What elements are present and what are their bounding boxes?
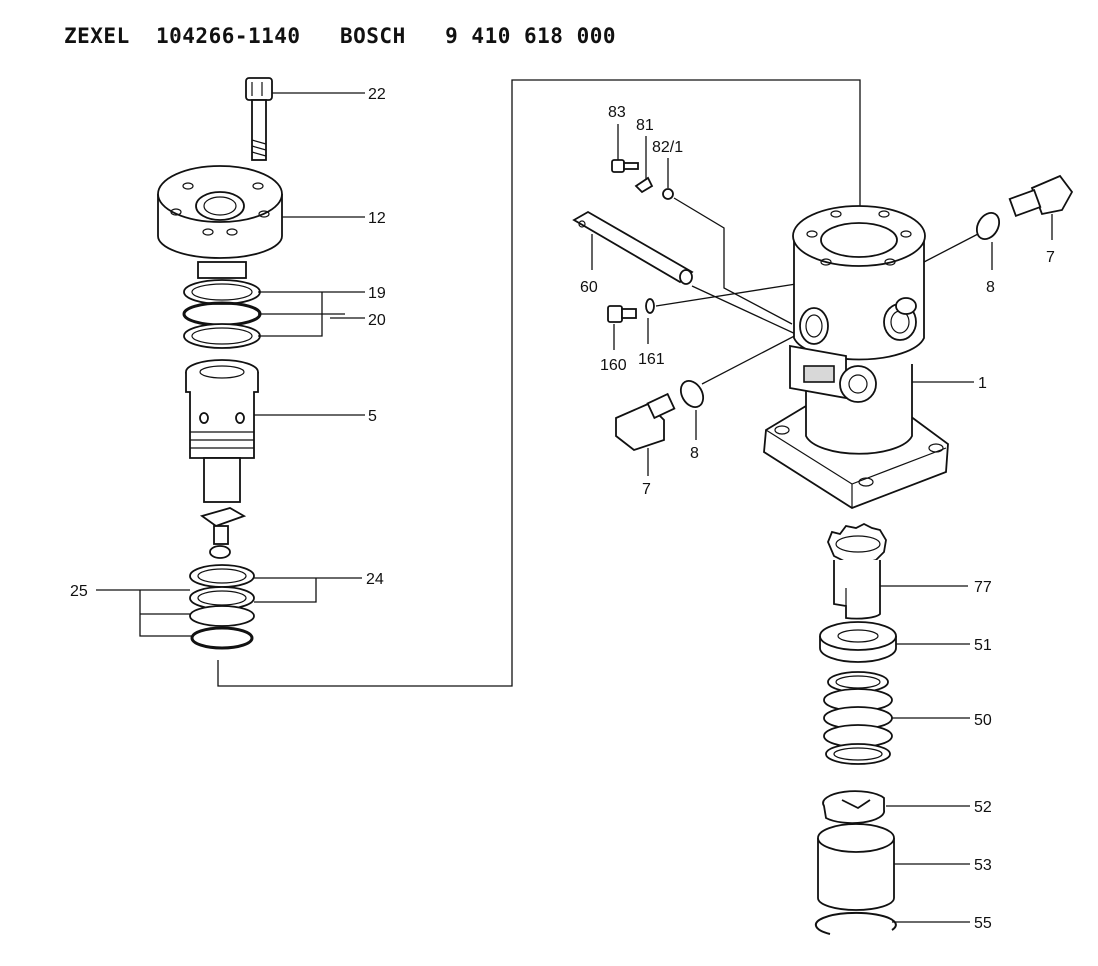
- oring-8-left-part: [679, 379, 705, 409]
- label-55: 55: [974, 915, 992, 932]
- pump-body-1-part: [763, 205, 949, 510]
- label-7-right: 7: [1046, 249, 1055, 266]
- bolt-22-part: [245, 77, 273, 161]
- label-5: 5: [368, 408, 377, 425]
- screw-160-insertion-line: [655, 283, 797, 307]
- rings-24-25-part: [189, 564, 255, 650]
- label-20: 20: [368, 312, 386, 329]
- assembly-connection-line: [217, 79, 861, 687]
- label-7-left: 7: [642, 481, 651, 498]
- circlip-55-part: [814, 911, 897, 935]
- rings-19-20-part: [182, 261, 262, 349]
- label-22: 22: [368, 86, 386, 103]
- oring-8-left-insertion-line: [701, 329, 807, 385]
- screw-160-part: [607, 305, 637, 323]
- barrel-5-part: [185, 359, 259, 559]
- label-51: 51: [974, 637, 992, 654]
- spring-50-part: [823, 671, 893, 765]
- leader-24: [254, 577, 362, 603]
- flange-12-part: [157, 165, 283, 259]
- label-160: 160: [600, 357, 627, 374]
- label-60: 60: [580, 279, 598, 296]
- leader-25: [96, 589, 192, 637]
- label-1: 1: [978, 375, 987, 392]
- tappet-53-part: [817, 823, 895, 911]
- plug-7-right-part: [1008, 174, 1074, 218]
- label-82-1: 82/1: [652, 139, 683, 156]
- label-77: 77: [974, 579, 992, 596]
- oring-8-right-insertion-line: [923, 233, 979, 263]
- screw-83-part: [611, 159, 639, 173]
- washer-82-1-part: [662, 188, 674, 200]
- label-83: 83: [608, 104, 626, 121]
- spring-seat-51-part: [819, 621, 897, 663]
- label-53: 53: [974, 857, 992, 874]
- label-19: 19: [368, 285, 386, 302]
- label-8-left: 8: [690, 445, 699, 462]
- oring-8-right-part: [975, 211, 1001, 241]
- lower-seat-52-part: [822, 790, 885, 824]
- label-25: 25: [70, 583, 88, 600]
- label-12: 12: [368, 210, 386, 227]
- label-52: 52: [974, 799, 992, 816]
- rod-insertion-line: [691, 285, 801, 337]
- washer-161-part: [645, 298, 655, 314]
- leader-small-parts-to-body: [673, 197, 793, 325]
- label-50: 50: [974, 712, 992, 729]
- rod-60-part: [572, 210, 694, 285]
- label-8-right: 8: [986, 279, 995, 296]
- control-sleeve-77-part: [827, 522, 887, 620]
- leader-20: [258, 313, 365, 319]
- label-161: 161: [638, 351, 665, 368]
- plug-7-left-part: [615, 392, 676, 452]
- diagram-title: ZEXEL 104266-1140 BOSCH 9 410 618 000: [64, 24, 617, 48]
- label-24: 24: [366, 571, 384, 588]
- clip-81-part: [634, 176, 654, 194]
- label-81: 81: [636, 117, 654, 134]
